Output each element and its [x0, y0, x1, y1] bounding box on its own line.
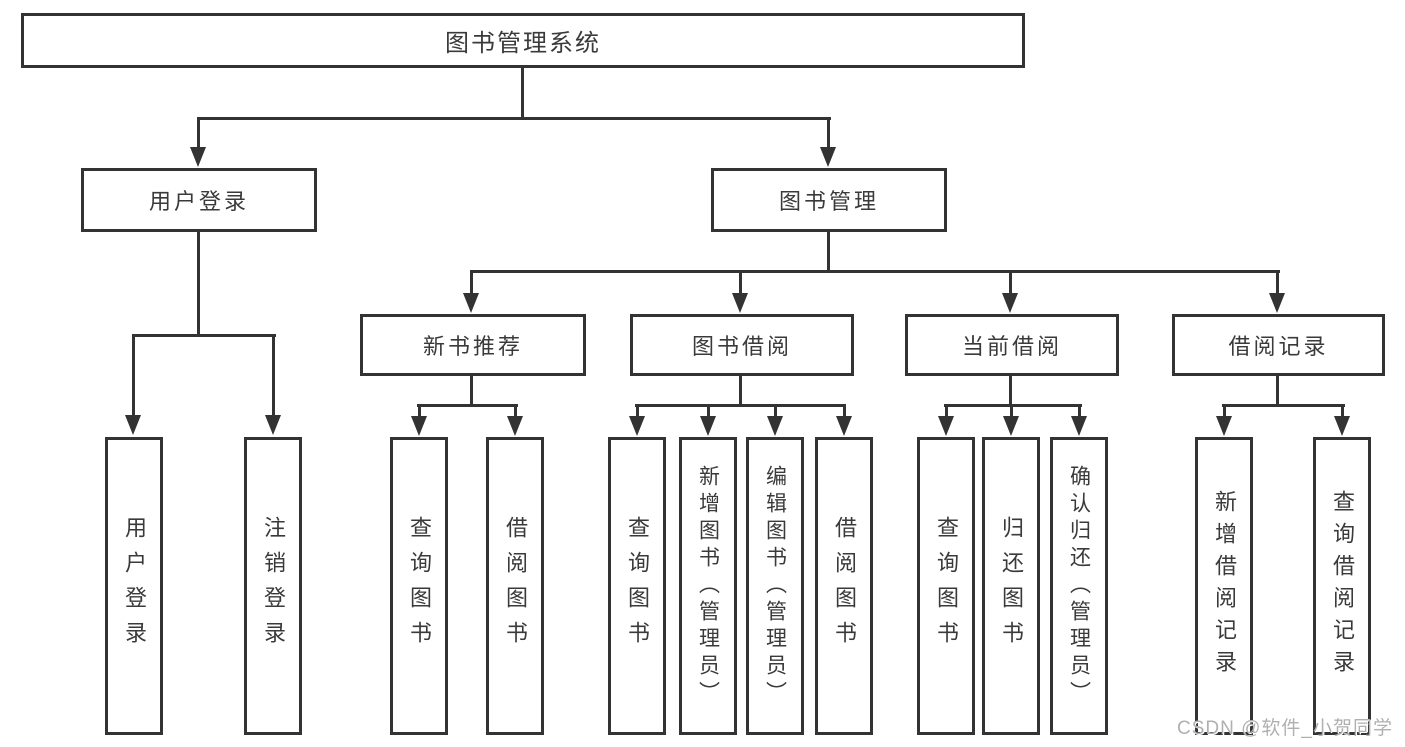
arrow-down-icon	[732, 293, 748, 313]
connector-arrow-leaf-line	[418, 404, 421, 418]
connector-arrow-l3-line	[470, 270, 473, 294]
connector-arrow-leaf-line	[843, 404, 846, 418]
leaf-edit-book-admin-label: 编辑图书（管理员）	[763, 464, 787, 708]
connector-arrow-leaf-line	[774, 404, 777, 418]
connector-root-stub	[521, 67, 524, 118]
leaf-query-books-newbook-label: 查询图书	[407, 516, 432, 656]
leaf-add-book-admin: 新增图书（管理员）	[679, 437, 737, 735]
leaf-add-borrow-record: 新增借阅记录	[1195, 437, 1253, 735]
leaf-borrow-books-borrow-label: 借阅图书	[832, 516, 857, 656]
node-library-system: 图书管理系统	[21, 13, 1025, 68]
connector-l3-stub	[739, 375, 742, 406]
leaf-borrow-books-newbook: 借阅图书	[486, 437, 544, 735]
node-new-book-recommend-label: 新书推荐	[422, 334, 523, 359]
arrow-down-icon	[1216, 416, 1232, 436]
node-user-login: 用户登录	[81, 168, 317, 232]
connector-l3-stub	[1009, 375, 1012, 406]
leaf-query-borrow-record-label: 查询借阅记录	[1330, 490, 1355, 682]
connector-arrow-l3-line	[1009, 270, 1012, 294]
leaf-query-books-newbook: 查询图书	[390, 437, 448, 735]
leaf-return-book-label: 归还图书	[999, 516, 1024, 656]
leaf-confirm-return-admin: 确认归还（管理员）	[1050, 437, 1108, 735]
node-borrowing-records: 借阅记录	[1172, 314, 1385, 376]
arrow-down-icon	[1002, 293, 1018, 313]
arrow-down-icon	[836, 416, 852, 436]
arrow-down-icon	[700, 416, 716, 436]
leaf-add-book-admin-label: 新增图书（管理员）	[696, 464, 720, 708]
connector-currentborrow-branch	[944, 404, 1082, 407]
arrow-down-icon	[938, 416, 954, 436]
leaf-user-login: 用户登录	[105, 437, 163, 735]
connector-level3-branch	[470, 270, 1280, 273]
connector-arrow-l3-line	[739, 270, 742, 294]
connector-newbook-branch	[417, 404, 518, 407]
connector-arrow-leaf-line	[707, 404, 710, 418]
arrow-down-icon	[1334, 416, 1350, 436]
leaf-query-borrow-record: 查询借阅记录	[1313, 437, 1371, 735]
node-borrowing-records-label: 借阅记录	[1228, 334, 1329, 359]
arrow-down-icon	[265, 415, 281, 435]
arrow-down-icon	[125, 415, 141, 435]
connector-record-branch	[1222, 404, 1345, 407]
arrow-down-icon	[507, 416, 523, 436]
connector-bookborrow-branch	[635, 404, 846, 407]
arrow-down-icon	[767, 416, 783, 436]
connector-user-login-branch	[132, 334, 276, 337]
arrow-down-icon	[463, 293, 479, 313]
connector-arrow-leaf-line	[1341, 404, 1344, 418]
connector-arrow-user-login-line	[197, 117, 200, 149]
connector-arrow-l3-line	[1276, 270, 1279, 294]
leaf-query-books-current: 查询图书	[917, 437, 975, 735]
connector-book-mgmt-stub	[827, 231, 830, 272]
arrow-down-icon	[1003, 416, 1019, 436]
leaf-query-books-borrow: 查询图书	[608, 437, 666, 735]
connector-arrow-leaf-line	[1223, 404, 1226, 418]
arrow-down-icon	[411, 416, 427, 436]
node-current-borrowing-label: 当前借阅	[961, 334, 1062, 359]
connector-arrow-leaf-line	[945, 404, 948, 418]
node-new-book-recommend: 新书推荐	[360, 314, 586, 376]
connector-arrow-leaf-line	[636, 404, 639, 418]
leaf-add-borrow-record-label: 新增借阅记录	[1212, 490, 1237, 682]
node-library-system-label: 图书管理系统	[445, 30, 601, 57]
connector-l3-stub	[1276, 375, 1279, 406]
leaf-query-books-borrow-label: 查询图书	[625, 516, 650, 656]
arrow-down-icon	[190, 147, 206, 167]
connector-level2-branch	[197, 117, 831, 120]
connector-arrow-leaf-line	[514, 404, 517, 418]
node-user-login-label: 用户登录	[148, 189, 249, 214]
connector-user-login-stub	[197, 231, 200, 335]
arrow-down-icon	[820, 147, 836, 167]
leaf-return-book: 归还图书	[982, 437, 1040, 735]
connector-arrow-leaf-line	[132, 334, 135, 416]
connector-arrow-book-mgmt-line	[827, 117, 830, 149]
leaf-logout-label: 注销登录	[261, 516, 286, 656]
csdn-watermark: CSDN @软件_小贺同学	[1177, 718, 1393, 739]
connector-l3-stub	[470, 375, 473, 406]
node-current-borrowing: 当前借阅	[905, 314, 1119, 376]
arrow-down-icon	[1071, 416, 1087, 436]
arrow-down-icon	[629, 416, 645, 436]
connector-arrow-leaf-line	[272, 334, 275, 416]
leaf-borrow-books-newbook-label: 借阅图书	[503, 516, 528, 656]
leaf-confirm-return-admin-label: 确认归还（管理员）	[1067, 464, 1091, 708]
leaf-logout: 注销登录	[244, 437, 302, 735]
node-book-borrowing-label: 图书借阅	[691, 334, 792, 359]
node-book-management: 图书管理	[711, 168, 947, 232]
node-book-management-label: 图书管理	[778, 189, 879, 214]
connector-arrow-leaf-line	[1078, 404, 1081, 418]
leaf-user-login-label: 用户登录	[122, 516, 147, 656]
connector-arrow-leaf-line	[1010, 404, 1013, 418]
node-book-borrowing: 图书借阅	[630, 314, 854, 376]
leaf-borrow-books-borrow: 借阅图书	[815, 437, 873, 735]
arrow-down-icon	[1269, 293, 1285, 313]
leaf-edit-book-admin: 编辑图书（管理员）	[746, 437, 804, 735]
leaf-query-books-current-label: 查询图书	[934, 516, 959, 656]
